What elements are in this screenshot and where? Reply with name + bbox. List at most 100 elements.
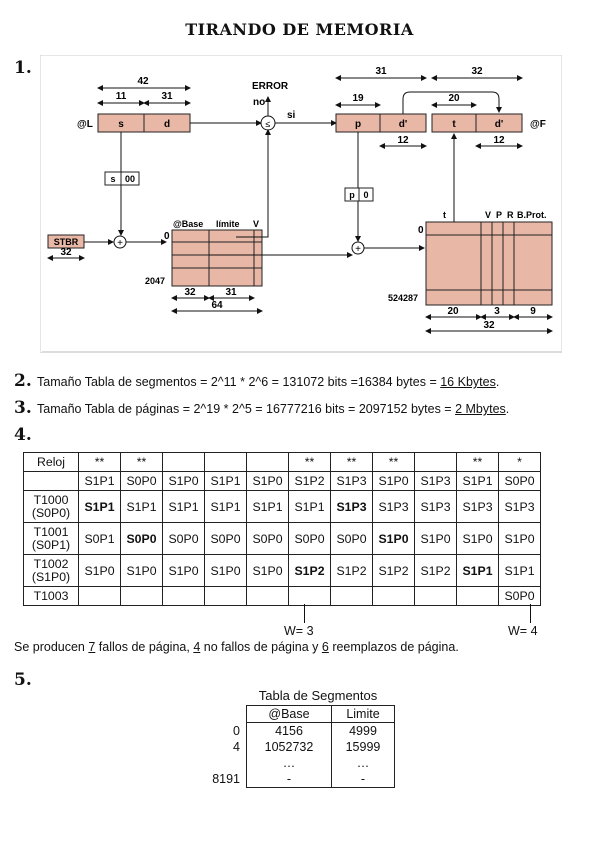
frame-cell-value: S1P1 [168, 499, 199, 514]
frame-cell: S1P2 [330, 554, 373, 587]
frame-cell-value: S1P3 [462, 499, 493, 514]
reference-cell: S1P1 [204, 471, 247, 491]
width-19: 19 [352, 93, 364, 104]
frame-cell [456, 586, 499, 606]
frame-cell: S1P2 [288, 554, 331, 587]
pt-bprot-header: B.Prot. [517, 210, 547, 220]
frame-cell: S1P0 [78, 554, 121, 587]
frame-cell [78, 586, 121, 606]
reloj-label: Reloj [23, 452, 79, 472]
frame-address: T1000 [33, 492, 69, 507]
w4-label: W= 4 [508, 624, 538, 638]
reloj-cell: ** [330, 452, 373, 472]
error-label: ERROR [252, 81, 289, 92]
reloj-cell [162, 452, 205, 472]
frame-cell [162, 586, 205, 606]
frame-cell-value: S1P0 [252, 563, 283, 578]
frame-cell-value: S1P1 [84, 499, 115, 514]
page-offset-field: d' [399, 119, 408, 130]
frame-cell-value: S1P2 [378, 563, 409, 578]
page-replacement-table: Reloj ** ** ** ** ** ** * S1P1 S0P0 S1P0… [23, 452, 541, 606]
fault-text-b: fallos de página, [95, 640, 194, 654]
frame-cell-value: S1P0 [168, 563, 199, 578]
reloj-cell: ** [120, 452, 163, 472]
frame-cell: S1P1 [162, 490, 205, 523]
q2-answer: 16 Kbytes [440, 375, 496, 389]
shift-p-box: p [349, 190, 355, 200]
width-31b: 31 [375, 66, 387, 77]
segment-table-title: Tabla de Segmentos [258, 688, 378, 703]
shift-zero-box: 0 [363, 190, 368, 200]
frame-cell: S0P0 [288, 522, 331, 555]
frame-cell-value: S1P2 [294, 563, 325, 578]
frame-cell-value: S1P2 [336, 563, 367, 578]
q3-answer: 2 Mbytes [455, 402, 506, 416]
segment-base: 4156 [246, 722, 332, 739]
pt-t-header: t [443, 210, 446, 220]
frame-address: T1003 [33, 588, 69, 603]
frame-cell: S0P0 [204, 522, 247, 555]
frame-cell-value: S1P3 [378, 499, 409, 514]
fault-text-d: reemplazos de página. [328, 640, 459, 654]
w4-marker-line [530, 604, 531, 623]
frame-cell-value: S1P3 [504, 499, 535, 514]
frame-cell: S0P1 [78, 522, 121, 555]
reloj-cell [246, 452, 289, 472]
q3-end: . [505, 402, 510, 416]
segment-limit: … [331, 755, 395, 771]
compare-symbol: ≤ [266, 119, 271, 129]
reference-cell: S1P0 [246, 471, 289, 491]
reference-row-header [23, 471, 79, 491]
w3-marker-line [304, 604, 305, 623]
frame-cell-value: S1P1 [504, 563, 535, 578]
reloj-cell: ** [372, 452, 415, 472]
reference-cell: S1P1 [78, 471, 121, 491]
frame-cell: S1P1 [498, 554, 541, 587]
frame-cell: S1P0 [204, 554, 247, 587]
page-title: TIRANDO DE MEMORIA [185, 20, 414, 39]
frame-cell: S1P0 [414, 522, 457, 555]
segment-limit: 4999 [331, 722, 395, 739]
frame-row-header: T1002(S1P0) [23, 554, 79, 587]
reloj-cell: ** [288, 452, 331, 472]
frame-cell: S1P3 [330, 490, 373, 523]
frame-cell-value: S1P1 [210, 499, 241, 514]
frame-cell: S0P0 [162, 522, 205, 555]
section-5-number: 5. [14, 670, 32, 690]
frame-cell: S0P0 [120, 522, 163, 555]
shift-zeros-box: 00 [125, 174, 135, 184]
frame-cell-value: S1P0 [84, 563, 115, 578]
reference-cell: S1P0 [162, 471, 205, 491]
frame-cell: S1P0 [498, 522, 541, 555]
stbr-register: STBR [54, 237, 79, 247]
frame-cell: S1P3 [372, 490, 415, 523]
frame-cell: S1P0 [120, 554, 163, 587]
frame-cell [204, 586, 247, 606]
pt-row-524287: 524287 [388, 293, 418, 303]
offset-field: d [164, 119, 170, 130]
frame-cell [414, 586, 457, 606]
pt-p-header: P [496, 210, 502, 220]
frame-cell: S1P0 [246, 554, 289, 587]
pt-v-header: V [485, 210, 491, 220]
frame-cell: S1P1 [456, 554, 499, 587]
frame-address: T1002 [33, 556, 69, 571]
pt-row-0: 0 [418, 225, 424, 236]
width-11: 11 [116, 91, 127, 102]
page-table-size: Tamaño Tabla de páginas = 2^19 * 2^5 = 1… [37, 402, 509, 416]
frame-cell-value: S1P0 [504, 531, 535, 546]
frame-cell [330, 586, 373, 606]
frame-cell: S1P3 [456, 490, 499, 523]
frame-cell-value: S1P0 [210, 563, 241, 578]
section-1-number: 1. [14, 58, 32, 78]
width-32: 32 [471, 66, 483, 77]
frame-row-header: T1000(S0P0) [23, 490, 79, 523]
width-20: 20 [448, 93, 460, 104]
frame-row-header: T1001(S0P1) [23, 522, 79, 555]
reference-cell: S1P3 [330, 471, 373, 491]
frame-cell-value: S0P0 [294, 531, 325, 546]
